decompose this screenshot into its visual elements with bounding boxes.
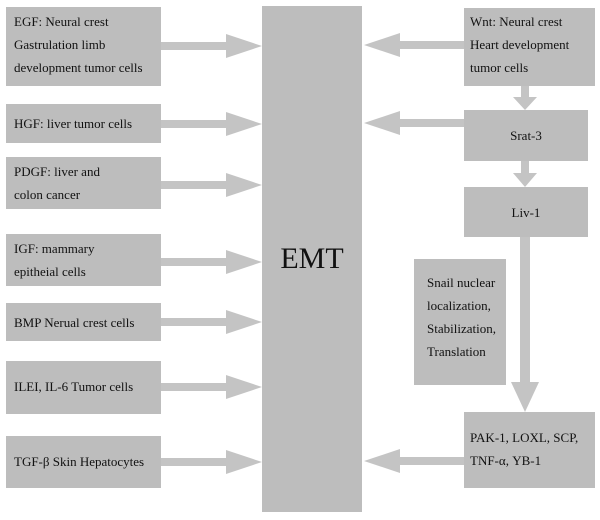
wnt-line-2: Heart development: [470, 37, 570, 52]
pdgf-line-1: PDGF: liver and: [14, 164, 100, 179]
hgf-line-1: HGF: liver tumor cells: [14, 116, 133, 131]
igf-line-2: epitheial cells: [14, 264, 86, 279]
pdgf-line-2: colon cancer: [14, 187, 81, 202]
arrow-bmp-to-emt: [161, 310, 262, 334]
pdgf-box: PDGF: liver and colon cancer: [6, 157, 161, 209]
tgf-box: TGF-β Skin Hepatocytes: [6, 436, 161, 488]
arrow-tgf-to-emt: [161, 450, 262, 474]
liv1-label: Liv-1: [511, 204, 541, 220]
emt-label: EMT: [280, 242, 344, 275]
arrow-egf-to-emt: [161, 34, 262, 58]
egf-line-3: development tumor cells: [14, 60, 143, 75]
egf-line-1: EGF: Neural crest: [14, 14, 109, 29]
targets-line-1: PAK-1, LOXL, SCP,: [470, 430, 579, 445]
emt-box: EMT: [262, 6, 362, 512]
wnt-line-1: Wnt: Neural crest: [470, 14, 563, 29]
snail-line-3: Stabilization,: [427, 321, 496, 336]
bmp-box: BMP Nerual crest cells: [6, 303, 161, 341]
liv1-box: Liv-1: [464, 187, 588, 237]
arrow-wnt-to-emt: [364, 33, 464, 57]
targets-line-2: TNF-α, YB-1: [470, 453, 542, 468]
igf-box: IGF: mammary epitheial cells: [6, 234, 161, 286]
snail-box: Snail nuclear localization, Stabilizatio…: [414, 259, 506, 385]
egf-box: EGF: Neural crest Gastrulation limb deve…: [6, 7, 161, 86]
igf-line-1: IGF: mammary: [14, 241, 95, 256]
hgf-box: HGF: liver tumor cells: [6, 104, 161, 143]
arrow-pdgf-to-emt: [161, 173, 262, 197]
wnt-box: Wnt: Neural crest Heart development tumo…: [464, 8, 595, 86]
arrow-wnt-to-srat3: [513, 86, 537, 110]
arrow-ilei-to-emt: [161, 375, 262, 399]
snail-line-1: Snail nuclear: [427, 275, 496, 290]
wnt-line-3: tumor cells: [470, 60, 529, 75]
egf-line-2: Gastrulation limb: [14, 37, 106, 52]
srat3-label: Srat-3: [510, 128, 542, 143]
snail-line-4: Translation: [427, 344, 486, 359]
arrow-srat3-to-emt: [364, 111, 464, 135]
ilei-line-1: ILEI, IL-6 Tumor cells: [14, 379, 134, 394]
srat3-box: Srat-3: [464, 110, 588, 161]
bmp-line-1: BMP Nerual crest cells: [14, 315, 135, 330]
arrow-srat3-to-liv1: [513, 161, 537, 187]
snail-line-2: localization,: [427, 298, 491, 313]
arrow-hgf-to-emt: [161, 112, 262, 136]
arrow-igf-to-emt: [161, 250, 262, 274]
ilei-box: ILEI, IL-6 Tumor cells: [6, 361, 161, 414]
targets-box: PAK-1, LOXL, SCP, TNF-α, YB-1: [464, 412, 595, 488]
arrow-targets-to-emt: [364, 449, 464, 473]
tgf-line-1: TGF-β Skin Hepatocytes: [14, 454, 145, 469]
arrow-liv1-to-targets: [511, 237, 539, 412]
